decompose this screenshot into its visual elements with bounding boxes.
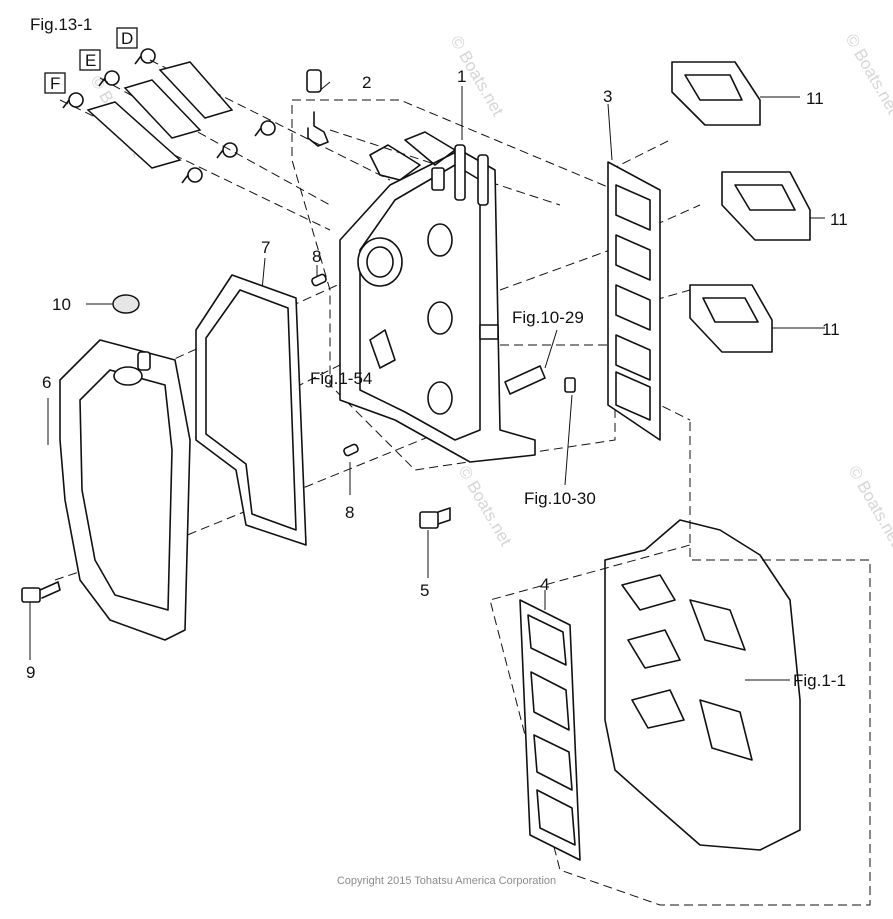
hose-clamp [62, 48, 276, 184]
part-number-3: 3 [603, 87, 612, 106]
leader-lines [29, 81, 825, 681]
part-number-4: 4 [540, 575, 549, 594]
part-number-5: 5 [420, 581, 429, 600]
watermark-text: © Boats.net [845, 463, 893, 550]
part-number-10: 10 [52, 295, 71, 314]
watermark-text: © Boats.net [842, 31, 893, 118]
hose-label-box [44, 72, 66, 94]
part-8-dowel-pin [311, 273, 327, 287]
hose [86, 61, 234, 169]
part-number-11b: 11 [830, 210, 848, 229]
assembly-outline-block [489, 422, 871, 906]
part-number-7: 7 [261, 238, 270, 257]
reference-fig-1-1: Fig.1-1 [793, 671, 846, 690]
part-3-gasket [607, 161, 661, 441]
part-10-plug [112, 294, 140, 314]
sensor-part [504, 365, 576, 395]
watermark-text: © Boats.net [455, 463, 516, 550]
hose-label-d: D [121, 29, 133, 48]
hose-assembly [62, 48, 276, 184]
part-number-6: 6 [42, 373, 51, 392]
part-9-bolt [21, 581, 61, 603]
part-1-cylinder-head [339, 131, 536, 463]
hose-label-box [116, 27, 138, 49]
hose-label-f: F [50, 74, 60, 93]
part-number-9: 9 [26, 663, 35, 682]
part-2-fitting [306, 69, 329, 147]
hose-label-box [79, 49, 101, 71]
part-number-8a: 8 [312, 247, 321, 266]
part-number-2: 2 [362, 73, 371, 92]
watermark-text: © Boats.net [447, 33, 508, 120]
labels: Fig.13-1 D E F 1 2 3 4 5 6 7 8 8 9 10 11… [26, 15, 848, 690]
assembly-outline-cylinder-head [291, 99, 616, 471]
part-7-gasket [195, 274, 307, 546]
part-11-reed-valves [671, 61, 811, 353]
part-7-gasket-inner [205, 289, 297, 531]
part-8-dowel-pin [343, 443, 359, 457]
engine-block-sketch [604, 519, 801, 851]
part-number-1: 1 [457, 67, 466, 86]
hose-label-e: E [85, 51, 96, 70]
part-number-11c: 11 [822, 320, 840, 339]
part-4-gasket [519, 599, 581, 861]
copyright-text: Copyright 2015 Tohatsu America Corporati… [336, 875, 557, 887]
figure-title: Fig.13-1 [30, 15, 92, 34]
reference-fig-1-54: Fig.1-54 [310, 369, 372, 388]
part-number-11a: 11 [806, 89, 824, 108]
part-number-8b: 8 [345, 503, 354, 522]
part-5-bolt [419, 507, 451, 529]
reference-fig-10-29: Fig.10-29 [512, 308, 584, 327]
reference-fig-10-30: Fig.10-30 [524, 489, 596, 508]
part-6-cover [59, 339, 191, 641]
